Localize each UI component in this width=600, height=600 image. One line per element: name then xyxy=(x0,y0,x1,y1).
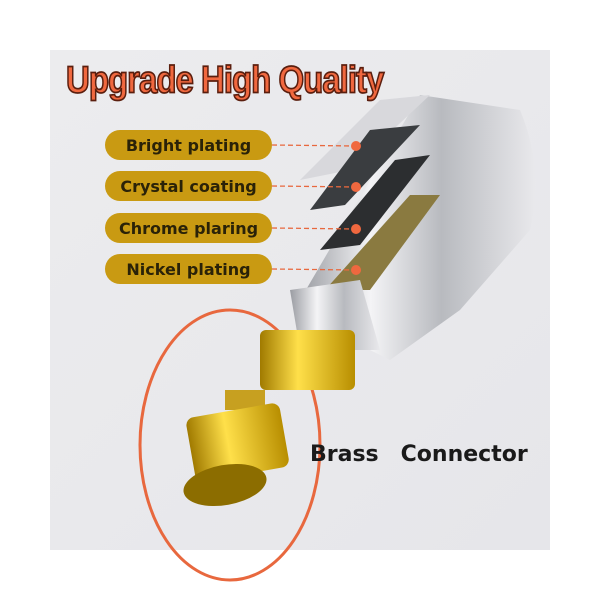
brass-neck xyxy=(225,390,265,410)
layer-crystal xyxy=(310,125,420,210)
brass-connector-caption: Brass Connector xyxy=(310,442,550,467)
label-nickel-plating: Nickel plating xyxy=(105,254,272,284)
brass-lower-cylinder xyxy=(186,403,289,482)
brass-upper-cylinder xyxy=(260,330,355,390)
label-crystal-coating: Crystal coating xyxy=(105,171,272,201)
marker-dot xyxy=(351,182,361,192)
brass-opening xyxy=(183,463,267,507)
highlight-circle xyxy=(138,308,322,582)
caption-word-connector: Connector xyxy=(400,442,528,467)
marker-dot xyxy=(351,265,361,275)
headline: Upgrade High Quality xyxy=(65,57,385,101)
marker-dot xyxy=(351,141,361,151)
layer-chrome xyxy=(320,155,430,250)
label-chrome-plaring: Chrome plaring xyxy=(105,213,272,243)
marker-dot xyxy=(351,224,361,234)
label-bright-plating: Bright plating xyxy=(105,130,272,160)
caption-word-brass: Brass xyxy=(310,442,379,467)
